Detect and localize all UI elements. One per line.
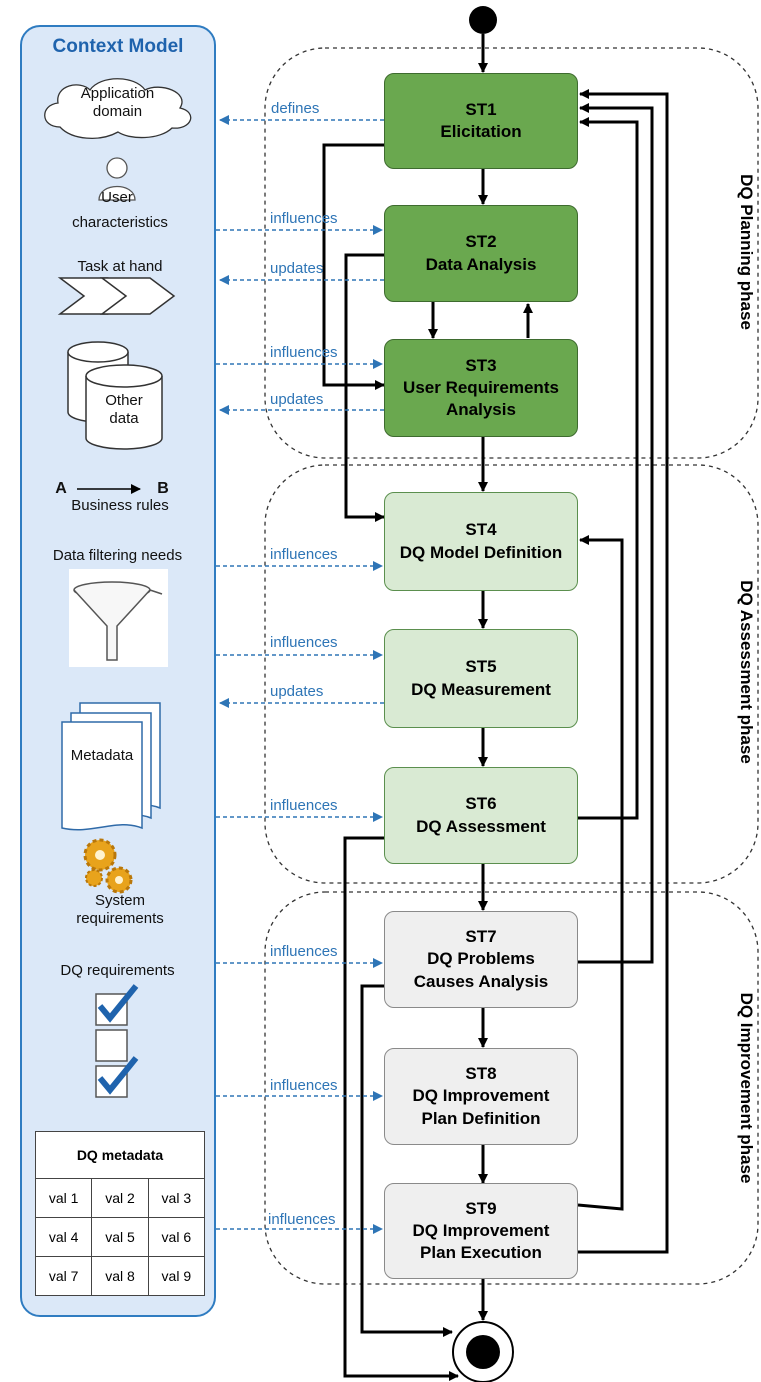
improvement-phase-region — [264, 891, 759, 1285]
step-name: DQ Measurement — [411, 679, 551, 699]
planning-phase-label: DQ Planning phase — [737, 174, 756, 330]
database-icon — [67, 341, 163, 450]
data-filtering-needs-label: Data filtering needs — [52, 547, 183, 564]
step-name: DQ Improvement Plan Execution — [412, 1220, 550, 1263]
table-cell: val 8 — [91, 1256, 149, 1296]
table-cell: val 7 — [34, 1256, 93, 1296]
relation-label-influences: influences — [270, 943, 338, 960]
step-name: DQ Model Definition — [399, 542, 563, 562]
step-id: ST5 — [465, 657, 497, 677]
step-st1: ST1 Elicitation — [384, 73, 578, 169]
relation-label-influences: influences — [270, 210, 338, 227]
user-label: User — [101, 189, 133, 206]
step-id: ST9 — [465, 1198, 497, 1218]
context-model-title: Context Model — [52, 36, 184, 57]
step-name: User Requirements Analysis — [403, 377, 559, 420]
feedback-arrows — [322, 89, 669, 1381]
step-st8: ST8 DQ Improvement Plan Definition — [384, 1048, 578, 1145]
business-rule-a-label: A — [55, 480, 67, 497]
metadata-label: Metadata — [70, 747, 134, 764]
funnel-icon — [73, 581, 163, 661]
planning-phase-region — [264, 47, 759, 459]
relation-label-updates: updates — [270, 391, 324, 408]
table-cell: val 4 — [34, 1217, 93, 1257]
step-st3: ST3 User Requirements Analysis — [384, 339, 578, 437]
step-st5: ST5 DQ Measurement — [384, 629, 578, 728]
table-cell: val 5 — [91, 1217, 149, 1257]
dq-metadata-header: DQ metadata — [35, 1131, 205, 1179]
improvement-phase-label: DQ Improvement phase — [737, 992, 756, 1184]
step-id: ST7 — [465, 927, 497, 947]
other-data-label: Other data — [105, 392, 143, 427]
dq-metadata-table: DQ metadata val 1 val 2 val 3 val 4 val … — [34, 1131, 206, 1296]
step-id: ST6 — [465, 794, 497, 814]
table-cell: val 1 — [34, 1178, 93, 1218]
step-name: DQ Assessment — [416, 816, 546, 836]
dq-requirements-label: DQ requirements — [60, 962, 175, 979]
table-cell: val 6 — [147, 1217, 206, 1257]
step-st7: ST7 DQ Problems Causes Analysis — [384, 911, 578, 1008]
step-st9: ST9 DQ Improvement Plan Execution — [384, 1183, 578, 1279]
table-cell: val 9 — [147, 1256, 206, 1296]
step-id: ST8 — [465, 1064, 497, 1084]
relation-label-influences: influences — [270, 634, 338, 651]
table-cell: val 3 — [147, 1178, 206, 1218]
assessment-phase-label: DQ Assessment phase — [737, 580, 756, 764]
user-characteristics-label: characteristics — [72, 214, 168, 231]
relation-label-updates: updates — [270, 260, 324, 277]
business-rule-b-label: B — [157, 480, 169, 497]
start-node — [469, 6, 497, 34]
relation-label-influences: influences — [270, 1077, 338, 1094]
task-at-hand-label: Task at hand — [77, 258, 163, 275]
step-name: DQ Problems Causes Analysis — [413, 949, 549, 991]
application-domain-label: Application domain — [80, 85, 155, 120]
end-node-inner — [466, 1335, 500, 1369]
step-id: ST4 — [465, 520, 497, 540]
step-name: DQ Improvement Plan Definition — [412, 1086, 550, 1128]
relation-label-influences: influences — [270, 797, 338, 814]
step-name: Data Analysis — [425, 254, 537, 274]
step-st2: ST2 Data Analysis — [384, 205, 578, 302]
system-requirements-label: System requirements — [76, 892, 164, 927]
user-icon — [98, 157, 136, 201]
relation-label-influences: influences — [270, 546, 338, 563]
context-model-panel — [20, 25, 216, 1317]
gears-icon — [83, 838, 133, 894]
step-id: ST2 — [465, 232, 497, 252]
step-st4: ST4 DQ Model Definition — [384, 492, 578, 591]
step-st6: ST6 DQ Assessment — [384, 767, 578, 864]
checkbox-list-icon — [95, 984, 139, 1098]
relation-arrows — [216, 115, 384, 1234]
main-flow-arrows — [428, 34, 533, 1321]
relation-label-defines: defines — [271, 100, 320, 117]
business-rules-label: Business rules — [71, 497, 169, 514]
step-name: Elicitation — [440, 122, 522, 141]
table-cell: val 2 — [91, 1178, 149, 1218]
step-id: ST3 — [465, 355, 497, 375]
step-id: ST1 — [465, 99, 497, 119]
documents-icon — [61, 702, 161, 831]
relation-label-influences: influences — [270, 344, 338, 361]
chevron-arrows-icon — [57, 277, 176, 315]
relation-label-updates: updates — [270, 683, 324, 700]
relation-label-influences: influences — [268, 1211, 336, 1228]
assessment-phase-region — [264, 464, 759, 884]
cloud-icon — [44, 78, 192, 139]
